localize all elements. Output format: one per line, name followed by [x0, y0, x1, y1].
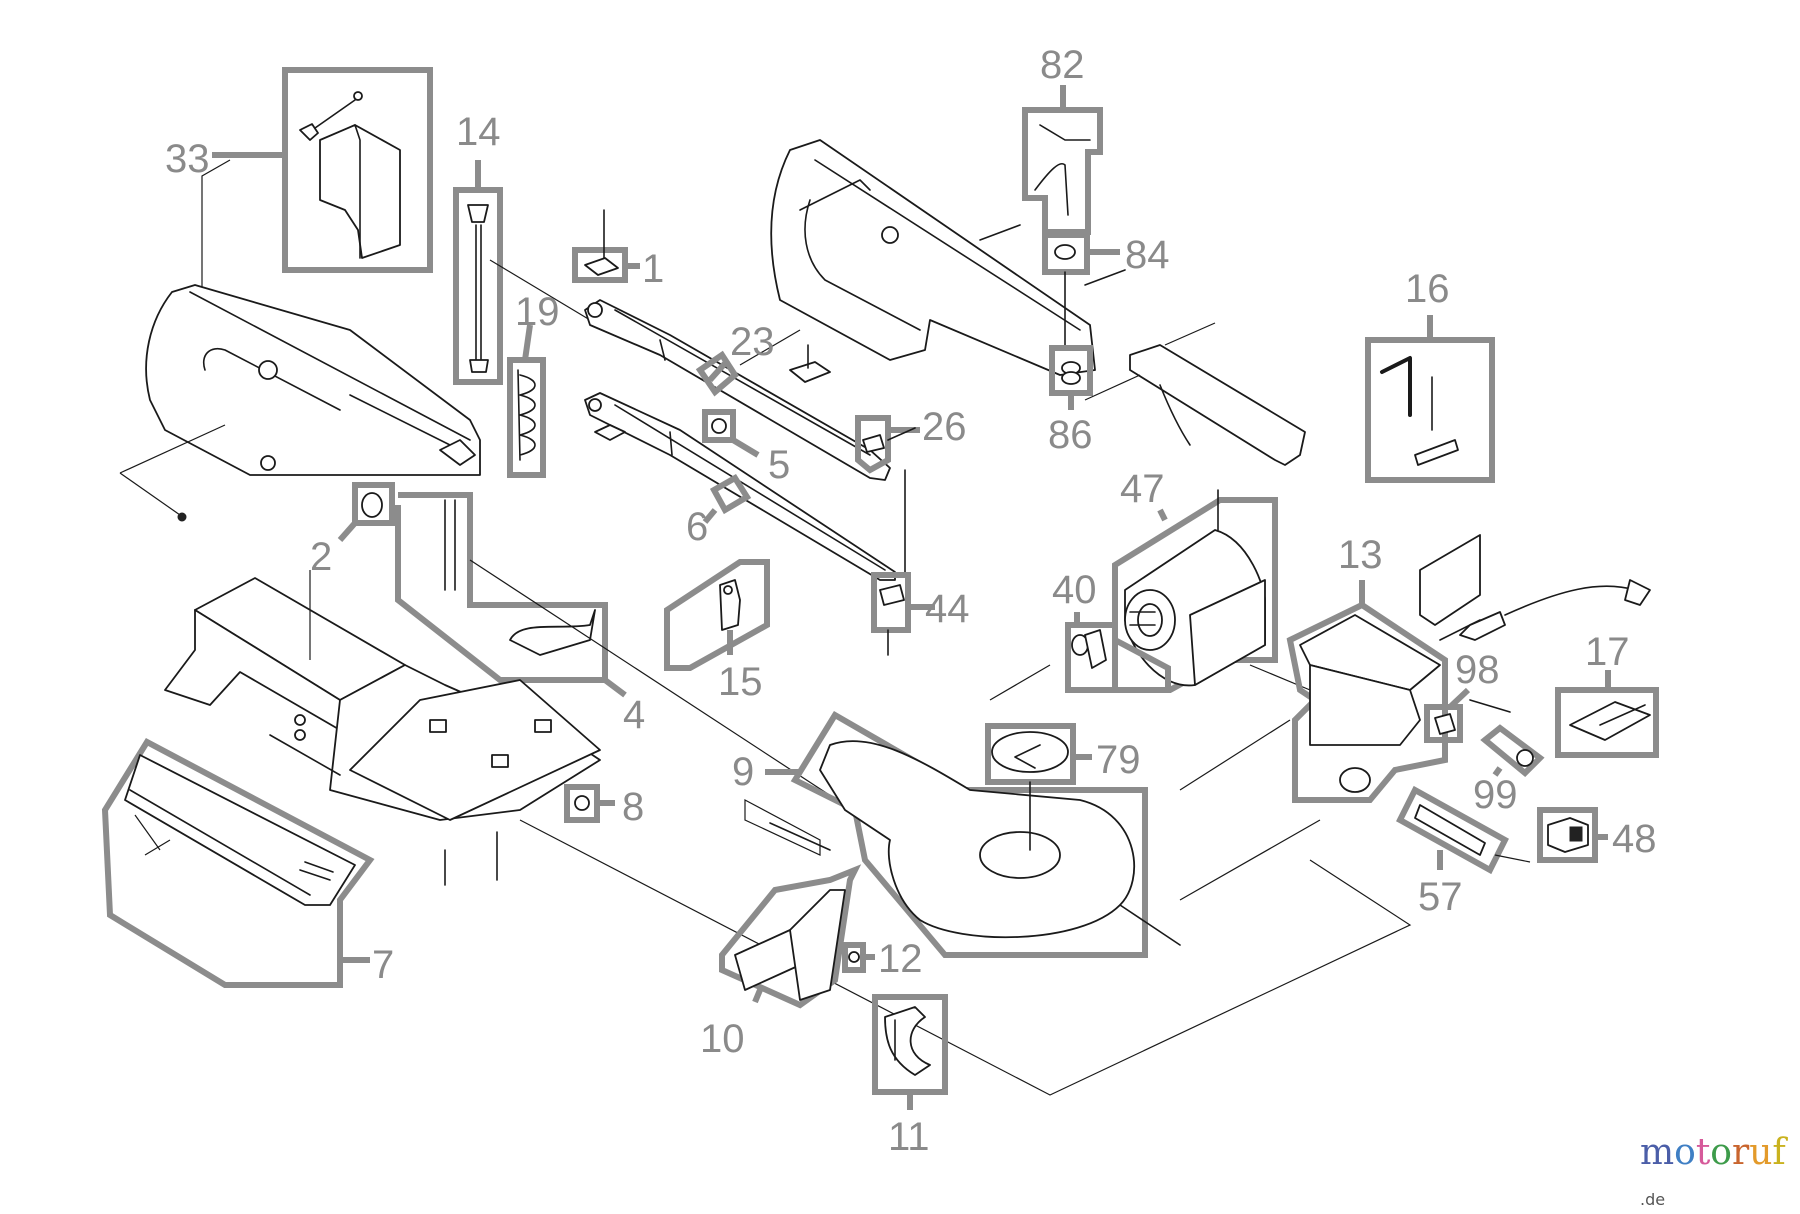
- label-11: 11: [888, 1115, 930, 1159]
- label-84: 84: [1125, 233, 1170, 277]
- watermark-logo: motoruf .de: [1640, 1132, 1800, 1214]
- watermark-letter: o: [1674, 1132, 1696, 1173]
- label-15: 13: [1338, 533, 1383, 577]
- label-40: 40: [1052, 568, 1097, 612]
- part-8-nut[interactable]: [564, 784, 615, 823]
- part-47-motor[interactable]: [1112, 489, 1311, 693]
- watermark-letter: r: [1731, 1132, 1750, 1173]
- label-17: 17: [1585, 630, 1630, 674]
- label-82: 82: [1040, 43, 1085, 87]
- label-26: 26: [922, 405, 967, 449]
- left-housing[interactable]: [119, 284, 481, 522]
- label-5: 5: [768, 443, 790, 487]
- label-23: 23: [730, 320, 775, 364]
- label-33: 33: [165, 137, 210, 181]
- label-79: 79: [1096, 738, 1141, 782]
- part-79-table-insert[interactable]: [985, 723, 1092, 851]
- part-labels: 33 14 19 1 23 5 6 26 44 15 2 4 8 7 82 84…: [165, 43, 1657, 1159]
- part-2-knob[interactable]: [337, 482, 395, 542]
- label-16: 16: [1405, 267, 1450, 311]
- part-33-blade-cover[interactable]: [212, 67, 433, 273]
- label-47: 47: [1120, 467, 1165, 511]
- part-17-circuit-board[interactable]: [1555, 670, 1659, 758]
- part-19-spring[interactable]: [507, 324, 546, 478]
- part-86-bushing[interactable]: [1049, 345, 1093, 410]
- part-99-switch-knob[interactable]: [1480, 724, 1545, 778]
- part-12-stop-screw[interactable]: [842, 942, 875, 973]
- label-7: 7: [372, 943, 394, 987]
- watermark-letter: m: [1640, 1132, 1675, 1173]
- label-6: 6: [686, 505, 708, 549]
- part-40-pulley[interactable]: [989, 612, 1171, 701]
- part-9-saw-table[interactable]: [765, 710, 1148, 958]
- watermark-letter: u: [1749, 1132, 1773, 1173]
- label-14: 14: [456, 110, 501, 154]
- part-11-bevel-scale[interactable]: [872, 994, 948, 1110]
- part-15-switch-housing[interactable]: [1179, 534, 1481, 901]
- part-14-tension-rod[interactable]: [453, 160, 591, 385]
- parts-diagram: 33 14 19 1 23 5 6 26 44 15 2 4 8 7 82 84…: [101, 43, 1659, 1159]
- label-44: 44: [925, 587, 970, 631]
- watermark-letter: f: [1772, 1132, 1786, 1173]
- label-57: 57: [1418, 875, 1463, 919]
- part-84-bushing[interactable]: [979, 224, 1126, 351]
- upper-arm[interactable]: [584, 299, 891, 481]
- label-2: 2: [310, 535, 332, 579]
- label-4: 4: [623, 693, 645, 737]
- part-13-bracket[interactable]: [664, 559, 770, 671]
- label-13: 15: [718, 660, 763, 704]
- part-10-tilt-bracket[interactable]: [719, 864, 862, 1009]
- label-48: 48: [1612, 817, 1657, 861]
- base[interactable]: [164, 570, 601, 886]
- label-10: 10: [700, 1017, 745, 1061]
- label-8: 8: [622, 785, 644, 829]
- part-23-arm-mark[interactable]: [695, 350, 739, 397]
- part-5-nut[interactable]: [702, 409, 760, 458]
- part-16-hex-keys[interactable]: [1365, 315, 1495, 483]
- watermark-letter: t: [1695, 1132, 1711, 1173]
- label-19: 19: [515, 290, 560, 334]
- right-housing[interactable]: [739, 139, 1096, 383]
- part-48-switch[interactable]: [1537, 807, 1608, 863]
- label-98: 98: [1455, 648, 1500, 692]
- part-98-capacitor[interactable]: [1424, 687, 1511, 743]
- back-cover[interactable]: [1084, 322, 1306, 466]
- part-1-clamp[interactable]: [572, 209, 640, 283]
- label-9: 9: [732, 750, 754, 794]
- part-57-shaft[interactable]: [1396, 785, 1531, 875]
- part-4-guard[interactable]: [395, 492, 627, 698]
- label-12: 12: [878, 937, 923, 981]
- part-26-upper-clamp[interactable]: [855, 415, 920, 474]
- watermark-letter: o: [1710, 1132, 1732, 1173]
- part-7-front-cover[interactable]: [101, 738, 375, 988]
- part-44-lower-clamp[interactable]: [871, 572, 935, 656]
- part-6-arm-mark[interactable]: [702, 473, 752, 524]
- label-86: 86: [1048, 413, 1093, 457]
- label-99: 99: [1473, 773, 1518, 817]
- label-1: 1: [642, 247, 664, 291]
- part-82-rod[interactable]: [1022, 85, 1103, 235]
- watermark-tld: .de: [1640, 1190, 1666, 1209]
- power-cord: [1459, 579, 1651, 641]
